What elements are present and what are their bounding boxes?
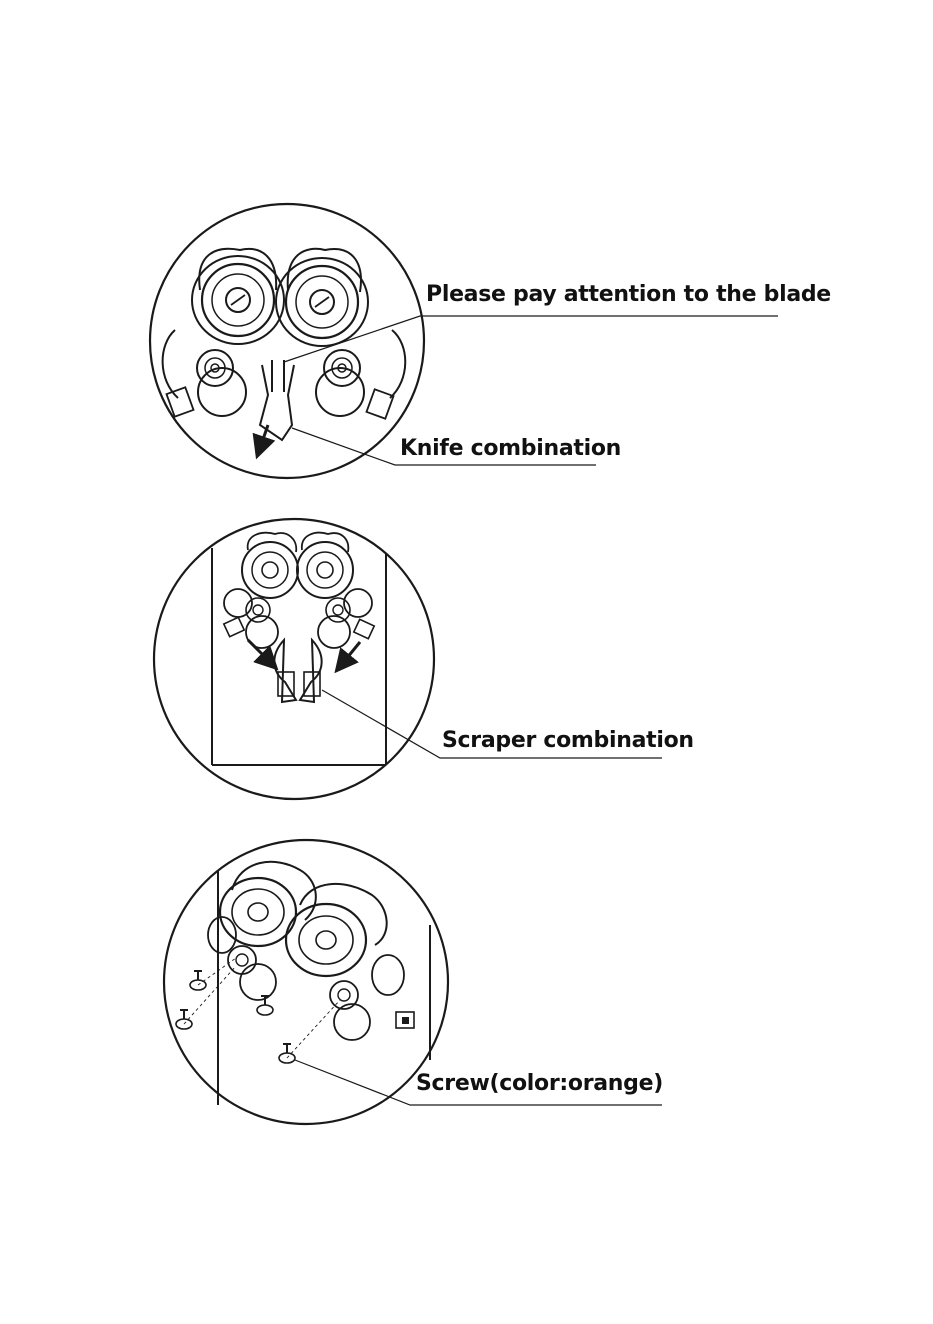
callout-scraper-combination: Scraper combination <box>442 728 694 753</box>
scraper-combination-part <box>274 640 321 702</box>
knife-combination-part <box>260 360 294 448</box>
screw-parts <box>176 971 295 1063</box>
panel-3-frame <box>164 840 448 1124</box>
callout-blade: Please pay attention to the blade <box>426 282 831 307</box>
panel-1-top-rollers <box>192 249 368 346</box>
callout-knife-combination: Knife combination <box>400 436 621 461</box>
callout-screw: Screw(color:orange) <box>416 1071 663 1096</box>
panel-2-diagram <box>154 519 662 799</box>
panel-1-frame <box>150 204 424 478</box>
panel-2-frame <box>154 519 434 799</box>
